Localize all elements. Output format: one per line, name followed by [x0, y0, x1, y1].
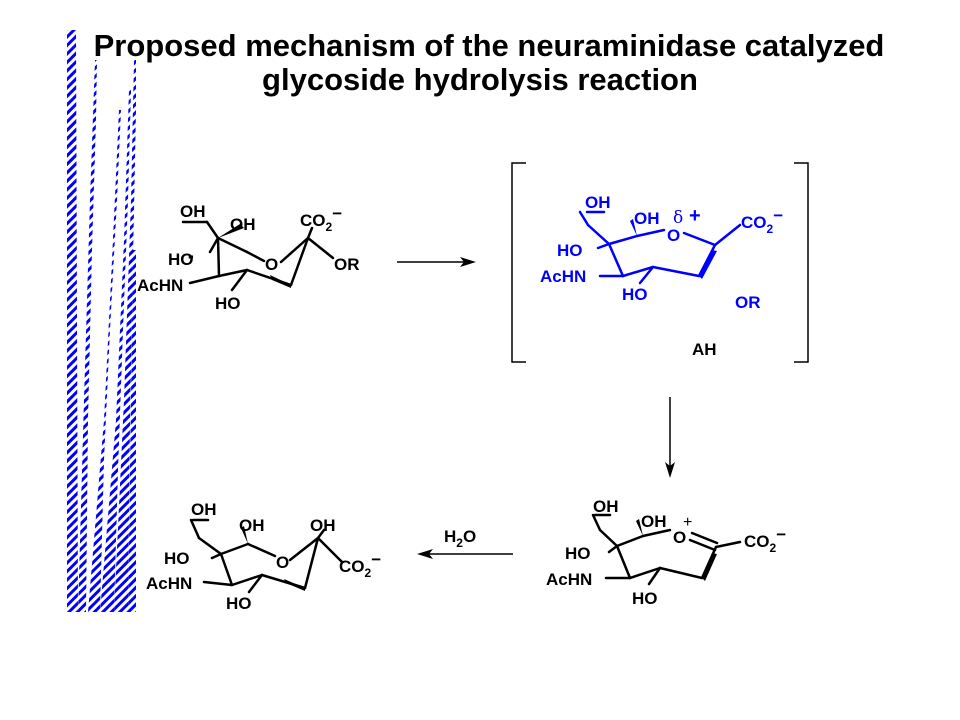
ts-ho-side: HO	[557, 241, 583, 260]
product-oh-top: OH	[191, 500, 217, 519]
substrate-ho-bottom: HO	[215, 294, 241, 313]
svg-text:'': ''	[188, 253, 194, 267]
ts-acid-ah: AH	[692, 340, 717, 359]
product-ho-bottom: HO	[226, 594, 252, 613]
ts-achn: AcHN	[540, 267, 586, 286]
ts-oh-mid: OH	[634, 209, 660, 228]
oxo-ring-oxygen: O	[673, 528, 686, 547]
ts-carboxylate: CO2−	[741, 206, 783, 236]
ts-oh-top: OH	[585, 193, 611, 212]
product-achn: AcHN	[146, 574, 192, 593]
ts-or-group: OR	[735, 293, 761, 312]
product-ho-side: HO	[164, 549, 190, 568]
ts-ring-oxygen: O	[667, 226, 680, 245]
product-oh-mid: OH	[239, 516, 265, 535]
oxo-ring-charge: +	[683, 514, 692, 531]
product-ring-oxygen: O	[276, 553, 289, 572]
oxo-carboxylate: CO2−	[744, 525, 786, 555]
substrate-achn: AcHN	[137, 276, 183, 295]
slide-title-line-1: Proposed mechanism of the neuraminidase …	[93, 28, 885, 63]
product-oh-anomeric: OH	[310, 516, 336, 535]
oxo-oh-top: OH	[593, 497, 619, 516]
oxo-ho-side: HO	[565, 544, 591, 563]
oxo-oh-mid: OH	[641, 512, 667, 531]
ts-ho-bottom: HO	[622, 285, 648, 304]
substrate-oh-top: OH	[180, 202, 206, 221]
ts-delta-charge: +	[689, 205, 701, 227]
slide-title-line-2: glycoside hydrolysis reaction	[262, 62, 698, 97]
ts-delta: δ	[673, 208, 683, 228]
oxo-ho-bottom: HO	[632, 589, 658, 608]
substrate-carboxylate: CO2−	[300, 204, 342, 234]
substrate-ring-oxygen: O	[265, 255, 278, 274]
substrate-ho-side: HO	[168, 250, 194, 269]
oxo-achn: AcHN	[546, 570, 592, 589]
substrate-or-group: OR	[334, 255, 360, 274]
product-carboxylate: CO2−	[339, 550, 381, 580]
water-reagent: H2O	[444, 527, 476, 550]
substrate-oh-mid: OH	[230, 215, 256, 234]
